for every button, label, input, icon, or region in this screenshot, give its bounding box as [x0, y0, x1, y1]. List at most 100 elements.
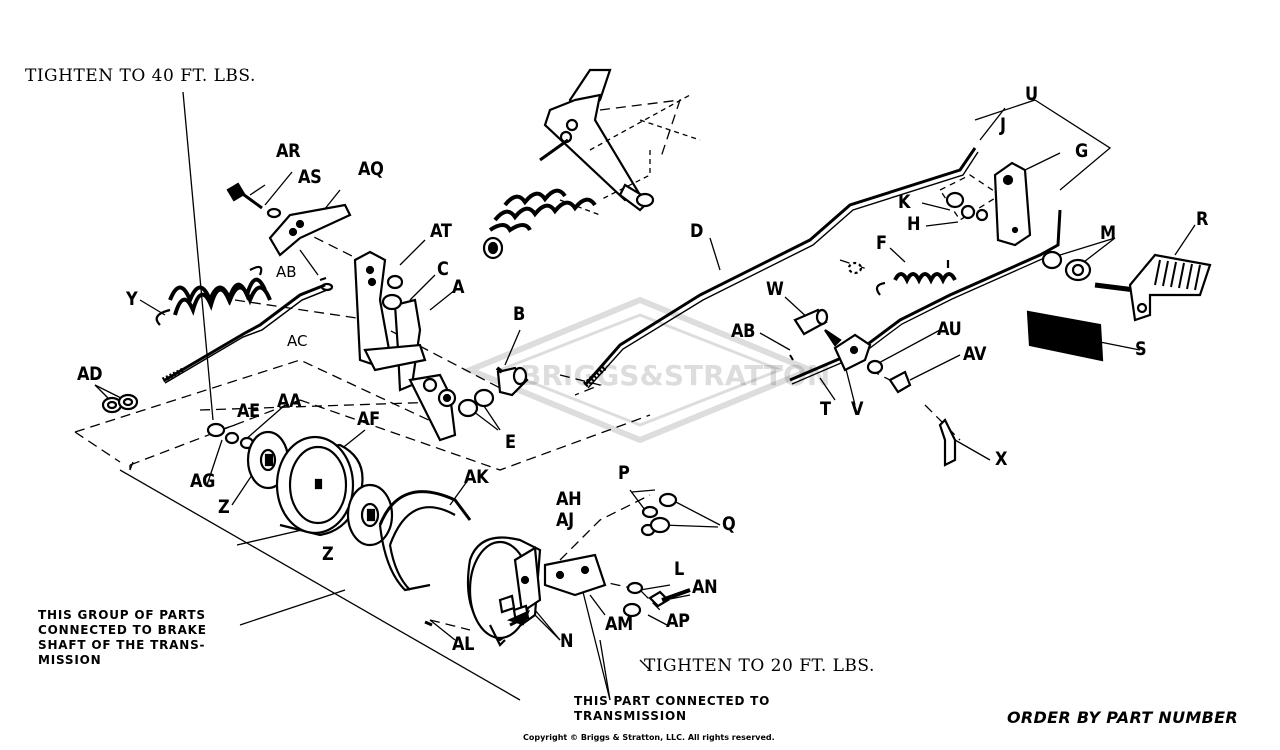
bracket-am [543, 553, 607, 597]
washer-as [266, 207, 282, 219]
bracket-v [833, 333, 872, 372]
label-b: B [513, 303, 525, 325]
label-h: H [907, 213, 921, 235]
label-g: G [1075, 140, 1088, 162]
pin-al [424, 620, 433, 627]
clip-ab-left [319, 277, 327, 281]
plate-aj [513, 546, 542, 614]
label-ab-right: AB [731, 320, 755, 342]
label-ar: AR [276, 140, 301, 162]
label-ab-left: AB [276, 263, 297, 281]
washer-j [975, 208, 989, 222]
pad-s [1026, 310, 1104, 362]
label-a: A [452, 276, 465, 298]
order-by-part-number: ORDER BY PART NUMBER [1007, 708, 1238, 727]
frame-outline [559, 94, 701, 216]
bushing-w [793, 308, 829, 336]
label-ah: AH [556, 488, 582, 510]
label-w: W [766, 278, 784, 300]
washer-l [626, 581, 644, 595]
label-aj: AJ [556, 509, 574, 531]
spring-y [155, 265, 272, 326]
nut-k [945, 191, 965, 209]
label-al: AL [452, 633, 474, 655]
label-e: E [505, 431, 516, 453]
bushings-m [1041, 250, 1092, 282]
spring-f [875, 260, 957, 296]
nut-ae [206, 422, 226, 438]
label-m: M [1100, 222, 1116, 244]
band-ak [378, 490, 472, 592]
label-x: X [995, 448, 1008, 470]
label-af: AF [357, 408, 380, 430]
copyright: Copyright © Briggs & Stratton, LLC. All … [523, 733, 775, 742]
rod-d [582, 147, 979, 389]
label-s: S [1135, 338, 1147, 360]
label-aq: AQ [358, 158, 384, 180]
label-q: Q [722, 513, 736, 535]
label-z-bottom: Z [322, 543, 334, 565]
arrow-n [506, 609, 531, 626]
label-k: K [898, 191, 911, 213]
watermark-text: BRIGGS&STRATTON [520, 359, 830, 392]
label-at: AT [430, 220, 452, 242]
nuts-ad [101, 393, 139, 414]
label-v: V [851, 398, 864, 420]
label-j: J [1000, 114, 1006, 136]
nut-c [381, 293, 403, 311]
nut-e-2 [473, 388, 495, 408]
drum-af [275, 435, 364, 537]
stud [847, 261, 863, 275]
label-av: AV [963, 343, 987, 365]
arrow-w [824, 329, 842, 347]
rod-ac [161, 282, 334, 384]
plate-g [993, 161, 1032, 247]
note-transmission-part: THIS PART CONNECTED TO TRANSMISSION [574, 694, 771, 723]
label-y: Y [126, 288, 138, 310]
clip-ab-right [789, 354, 794, 361]
label-r: R [1196, 208, 1209, 230]
clip-av [888, 370, 912, 394]
pin-x [938, 418, 957, 467]
lever-a [353, 250, 457, 442]
nut-e-1 [457, 398, 479, 418]
nut-ap [622, 602, 642, 618]
label-ak: AK [464, 466, 489, 488]
bolt-ar [226, 182, 263, 210]
label-ad: AD [77, 363, 103, 385]
nut-at [386, 274, 404, 290]
label-ac: AC [287, 332, 308, 350]
label-n: N [560, 630, 574, 652]
note-tighten-20: TIGHTEN TO 20 FT. LBS. [644, 656, 875, 676]
label-ae: AE [237, 400, 260, 422]
label-d: D [690, 220, 703, 242]
bushing-b [495, 366, 529, 397]
label-c: C [437, 258, 449, 280]
label-au: AU [937, 318, 962, 340]
bolt-an [648, 588, 691, 608]
note-tighten-40: TIGHTEN TO 40 FT. LBS. [25, 66, 256, 86]
label-t: T [820, 398, 831, 420]
label-f: F [876, 232, 887, 254]
brake-pedal-assembly [482, 68, 655, 260]
washer-ag [224, 431, 240, 445]
label-am: AM [605, 613, 633, 635]
pedal-r [1094, 253, 1212, 322]
label-as: AS [298, 166, 322, 188]
label-ag: AG [190, 470, 215, 492]
label-z-top: Z [218, 496, 230, 518]
label-ap: AP [666, 610, 690, 632]
leader-lines [94, 91, 1196, 701]
nut-h [960, 204, 976, 220]
nuts-q [649, 492, 678, 534]
label-aa: AA [277, 390, 302, 412]
label-p: P [618, 462, 630, 484]
washer-au [866, 359, 884, 375]
label-an: AN [692, 576, 718, 598]
label-l: L [674, 558, 684, 580]
note-brake-shaft-group: THIS GROUP OF PARTS CONNECTED TO BRAKE S… [38, 608, 207, 667]
label-u: U [1025, 83, 1038, 105]
bracket-aq [268, 203, 352, 257]
